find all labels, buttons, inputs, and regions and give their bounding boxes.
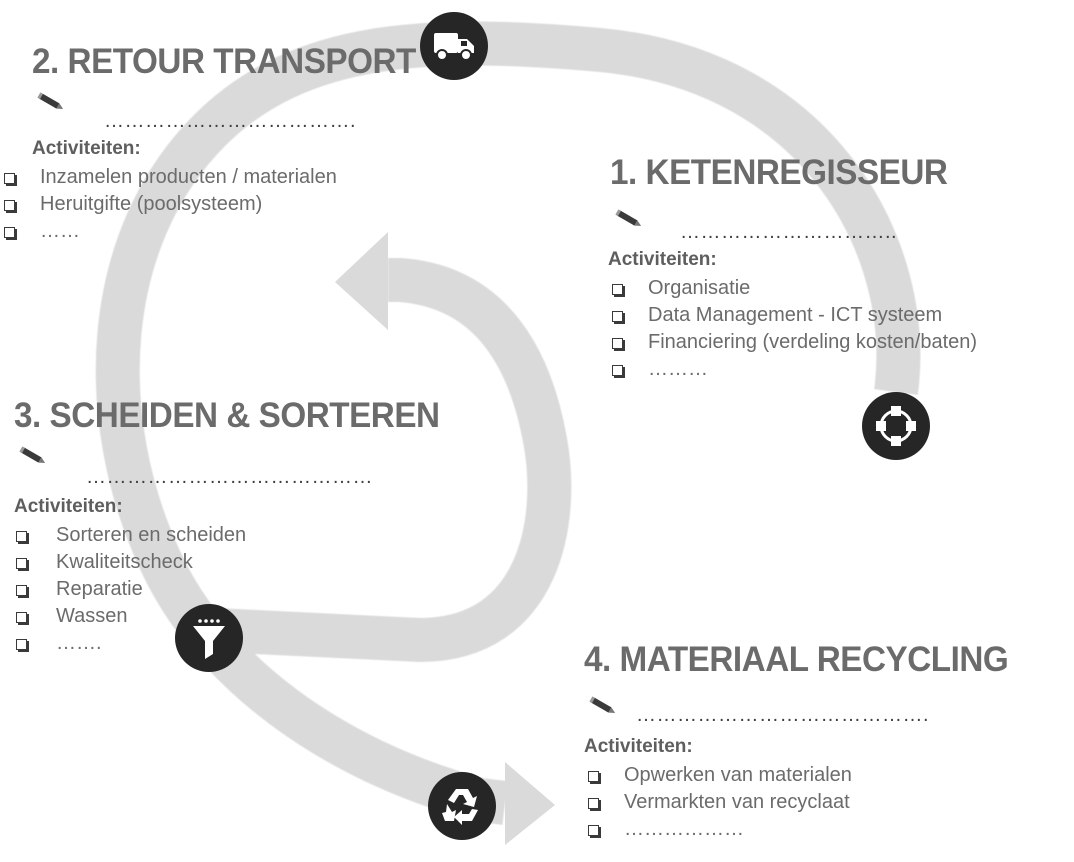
- list-item: ………: [608, 356, 977, 383]
- recycle-badge: [428, 772, 496, 840]
- stage-ketenregisseur: 1. KETENREGISSEUR ………………………….. Activitei…: [608, 153, 977, 383]
- stage-scheiden-sorteren: 3. SCHEIDEN & SORTEREN …………………………………… Ac…: [14, 398, 462, 657]
- truck-icon: [434, 33, 474, 61]
- funnel-badge: [175, 604, 243, 672]
- owner-dots: ……………………………………: [86, 466, 373, 488]
- list-item: ……: [0, 218, 436, 245]
- checkbox[interactable]: [16, 558, 27, 569]
- recycle-icon: [442, 789, 478, 825]
- activity-text: Wassen: [56, 605, 128, 627]
- list-item: Reparatie: [12, 576, 462, 603]
- network-circle-icon: [876, 406, 916, 446]
- activity-text: Sorteren en scheiden: [56, 524, 247, 546]
- activity-text: …….: [56, 632, 102, 654]
- owner-field[interactable]: ……………………………………: [14, 445, 434, 487]
- inner-cycle-path: [213, 258, 572, 663]
- list-item: Vermarkten van recyclaat: [584, 789, 1031, 816]
- activity-text: Vermarkten van recyclaat: [624, 791, 850, 813]
- activities-list: Sorteren en scheiden Kwaliteitscheck Rep…: [12, 522, 462, 657]
- activity-text: Inzamelen producten / materialen: [40, 166, 337, 188]
- activity-text: ……: [40, 220, 80, 242]
- checkbox[interactable]: [16, 612, 27, 623]
- activity-text: Data Management - ICT systeem: [648, 304, 943, 326]
- stage-retour-transport: 2. RETOUR TRANSPORT ………………………………. Activi…: [4, 42, 436, 245]
- owner-dots: …………………………..: [680, 221, 898, 243]
- checkbox[interactable]: [588, 825, 599, 836]
- activity-text: Heruitgifte (poolsysteem): [40, 193, 263, 215]
- checkbox[interactable]: [588, 771, 599, 782]
- owner-field[interactable]: …………………………..: [610, 208, 970, 244]
- truck-badge: [420, 12, 488, 80]
- list-item: Inzamelen producten / materialen: [0, 164, 436, 191]
- owner-field[interactable]: ……………………………….: [32, 91, 412, 131]
- checkbox[interactable]: [16, 585, 27, 596]
- pencil-icon: [19, 446, 46, 463]
- activities-label: Activiteiten:: [32, 138, 141, 159]
- owner-dots: ……………………………….: [104, 110, 357, 132]
- list-item: Opwerken van materialen: [584, 762, 1031, 789]
- checkbox[interactable]: [4, 173, 15, 184]
- list-item: …….: [12, 630, 462, 657]
- list-item: ………………: [584, 816, 1031, 843]
- pencil-icon: [589, 696, 616, 713]
- list-item: Sorteren en scheiden: [12, 522, 462, 549]
- stage-title: 2. RETOUR TRANSPORT: [32, 42, 416, 81]
- checkbox[interactable]: [612, 338, 623, 349]
- activity-text: Kwaliteitscheck: [56, 551, 193, 573]
- activities-label: Activiteiten:: [608, 249, 717, 270]
- owner-dots: …………………………………….: [636, 704, 930, 726]
- activity-text: Reparatie: [56, 578, 143, 600]
- checkbox[interactable]: [4, 200, 15, 211]
- list-item: Financiering (verdeling kosten/baten): [608, 329, 977, 356]
- activity-text: ………: [648, 358, 708, 380]
- activities-label: Activiteiten:: [584, 736, 693, 757]
- list-item: Data Management - ICT systeem: [608, 302, 977, 329]
- checkbox[interactable]: [16, 531, 27, 542]
- checkbox[interactable]: [588, 798, 599, 809]
- activity-text: Financiering (verdeling kosten/baten): [648, 331, 978, 353]
- list-item: Heruitgifte (poolsysteem): [0, 191, 436, 218]
- list-item: Organisatie: [608, 275, 977, 302]
- checkbox[interactable]: [612, 311, 623, 322]
- list-item: Kwaliteitscheck: [12, 549, 462, 576]
- funnel-icon: [193, 619, 225, 659]
- owner-field[interactable]: …………………………………….: [584, 695, 1004, 731]
- stage-title: 1. KETENREGISSEUR: [610, 153, 948, 192]
- inner-arrowhead: [335, 232, 388, 330]
- list-item: Wassen: [12, 603, 462, 630]
- activities-label: Activiteiten:: [14, 496, 123, 517]
- activities-list: Organisatie Data Management - ICT systee…: [608, 275, 977, 383]
- activity-text: ………………: [624, 818, 744, 840]
- pencil-icon: [615, 209, 642, 226]
- stage-title: 3. SCHEIDEN & SORTEREN: [14, 396, 440, 435]
- checkbox[interactable]: [4, 227, 15, 238]
- stage-materiaal-recycling: 4. MATERIAAL RECYCLING ……………………………………. A…: [584, 642, 1031, 843]
- activities-list: Inzamelen producten / materialen Heruitg…: [0, 164, 436, 245]
- pencil-icon: [37, 92, 64, 109]
- activity-text: Opwerken van materialen: [624, 764, 852, 786]
- activities-list: Opwerken van materialen Vermarkten van r…: [584, 762, 1031, 843]
- activity-text: Organisatie: [648, 277, 751, 299]
- checkbox[interactable]: [612, 284, 623, 295]
- checkbox[interactable]: [612, 365, 623, 376]
- stage-title: 4. MATERIAAL RECYCLING: [584, 640, 1009, 679]
- ketenregisseur-badge: [862, 392, 930, 460]
- checkbox[interactable]: [16, 639, 27, 650]
- outer-arrowhead: [505, 762, 555, 845]
